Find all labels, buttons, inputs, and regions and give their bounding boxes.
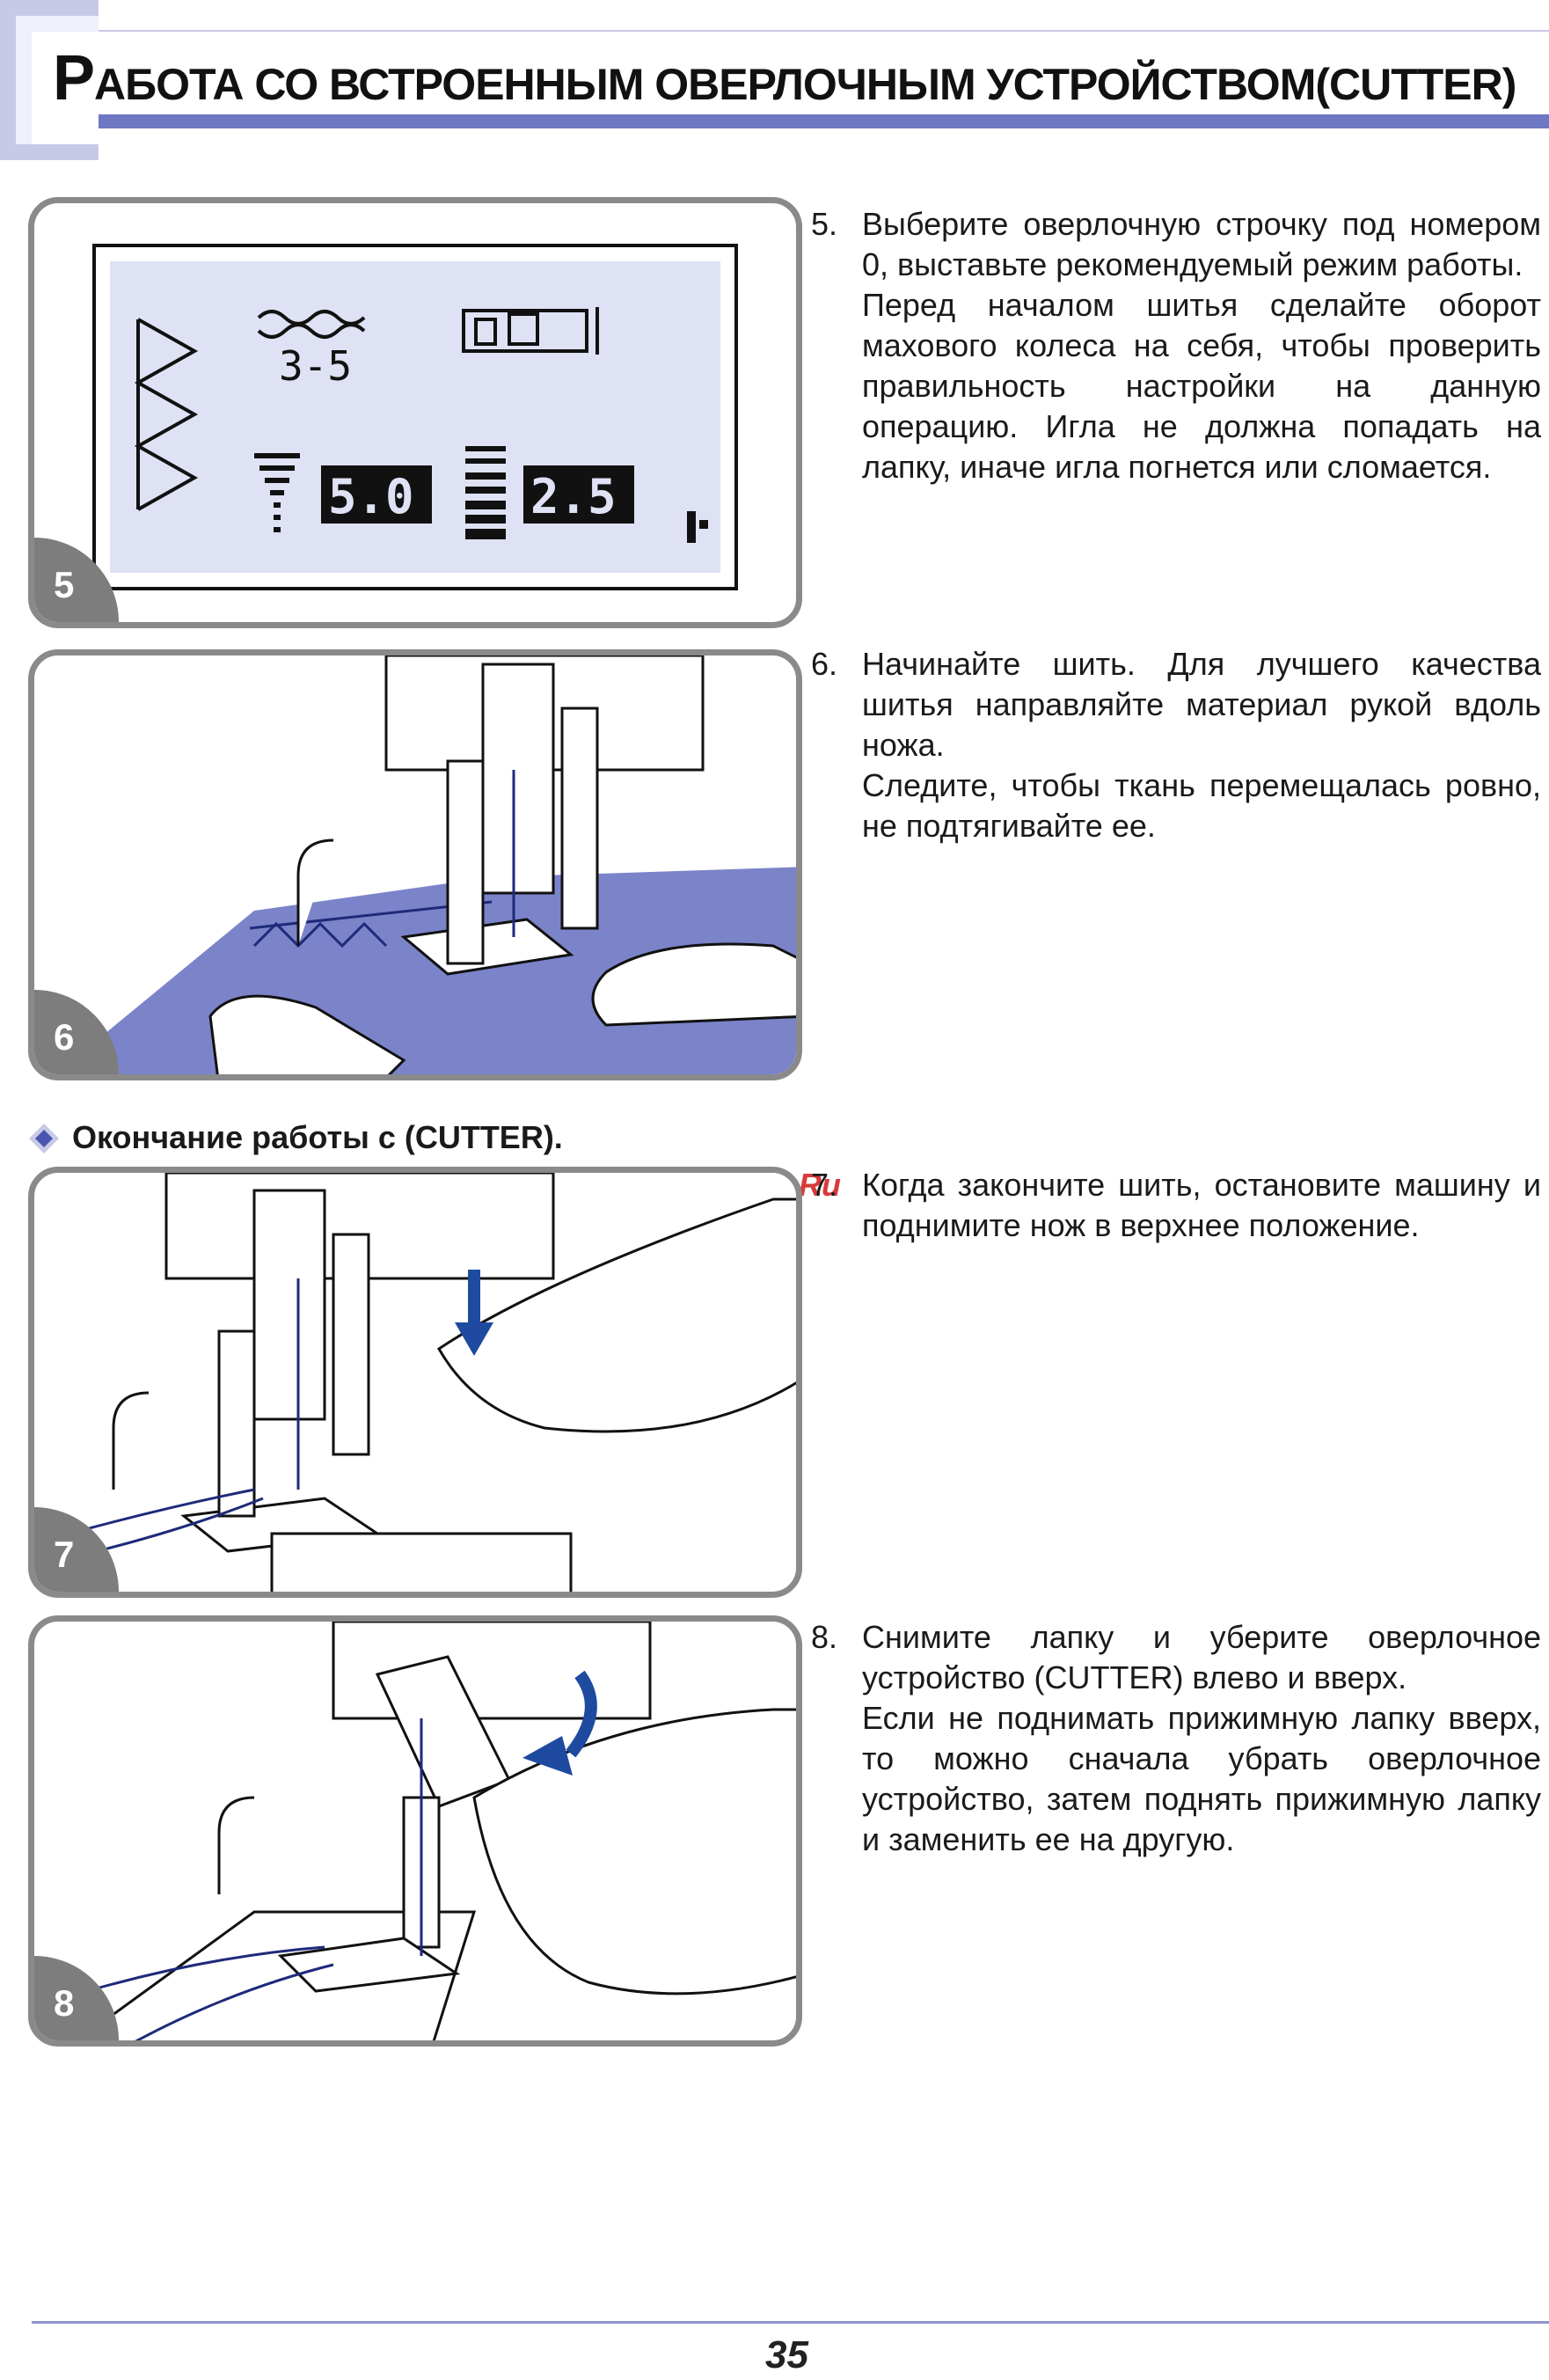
sewing-illustration: [75, 1622, 796, 2040]
header-corner: [16, 32, 32, 160]
sewing-illustration: [60, 1173, 796, 1592]
step-paragraph: Снимите лапку и уберите оверлочное устро…: [862, 1619, 1541, 1695]
step-paragraph: Начинайте шить. Для лучшего качества шит…: [862, 646, 1541, 763]
step-7: 7. Когда закончите шить, остановите маши…: [811, 1165, 1541, 1246]
section-subheading: Окончание работы с (CUTTER).: [72, 1119, 563, 1155]
step-number: 6.: [811, 646, 838, 682]
step-paragraph: Перед началом шитья сделайте оборот махо…: [862, 287, 1541, 485]
header-corner: [0, 0, 99, 16]
figure-label: 5: [34, 538, 119, 622]
step-6: 6. Начинайте шить. Для лучшего качества …: [811, 644, 1541, 846]
sewing-illustration: [88, 655, 796, 1074]
page-number: 35: [765, 2333, 808, 2376]
step-number: 7.: [811, 1167, 838, 1203]
header-corner: [0, 144, 99, 160]
lcd-stitch-width: 2.5: [530, 469, 617, 524]
header-corner: [16, 16, 99, 32]
step-5: 5. Выберите оверлочную строчку под номер…: [811, 204, 1541, 487]
step-8: 8. Снимите лапку и уберите оверлочное ус…: [811, 1617, 1541, 1860]
page-title: РАБОТА СО ВСТРОЕННЫМ ОВЕРЛОЧНЫМ УСТРОЙСТ…: [53, 43, 1516, 114]
footer-rule: [32, 2321, 1549, 2324]
step-paragraph: Если не поднимать прижимную лапку вверх,…: [862, 1700, 1541, 1857]
header-rule: [99, 30, 1549, 32]
lcd-illustration: [92, 244, 738, 590]
step-paragraph: Следите, чтобы ткань перемещалась ровно,…: [862, 767, 1541, 844]
lcd-stitch-length: 5.0: [328, 469, 414, 524]
header-bar: [99, 114, 1549, 128]
lcd-stitch-code: 3-5: [279, 342, 353, 390]
figure-5: 3-5 5.0 2.5 5: [28, 197, 802, 628]
figure-6: 6: [28, 649, 802, 1080]
step-paragraph: Когда закончите шить, остановите машину …: [862, 1167, 1541, 1243]
figure-8: 8: [28, 1615, 802, 2047]
step-number: 5.: [811, 206, 838, 242]
step-number: 8.: [811, 1619, 838, 1655]
step-paragraph: Выберите оверлочную строчку под номером …: [862, 206, 1541, 282]
figure-7: 7: [28, 1167, 802, 1598]
diamond-bullet-icon: [29, 1124, 59, 1153]
header-corner: [0, 0, 16, 160]
